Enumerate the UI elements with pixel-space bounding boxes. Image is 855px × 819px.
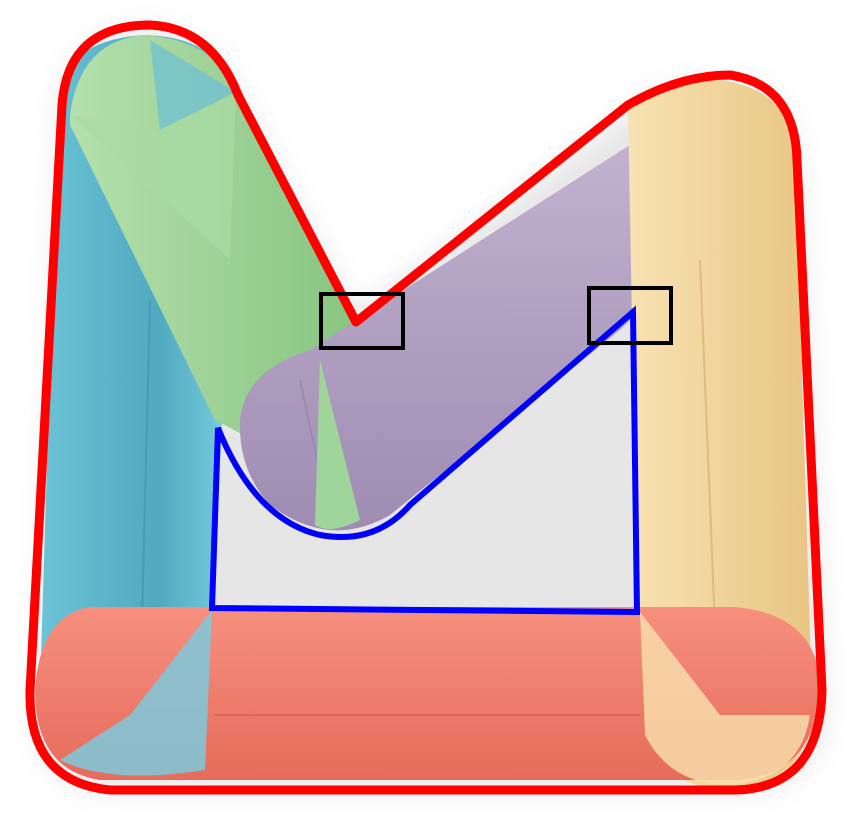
red-tube [35,607,820,785]
outer-boundary-curve [25,20,827,795]
inner-boundary-curve [208,305,641,616]
highlight-box-left [319,292,405,350]
highlight-box-right [587,286,673,345]
